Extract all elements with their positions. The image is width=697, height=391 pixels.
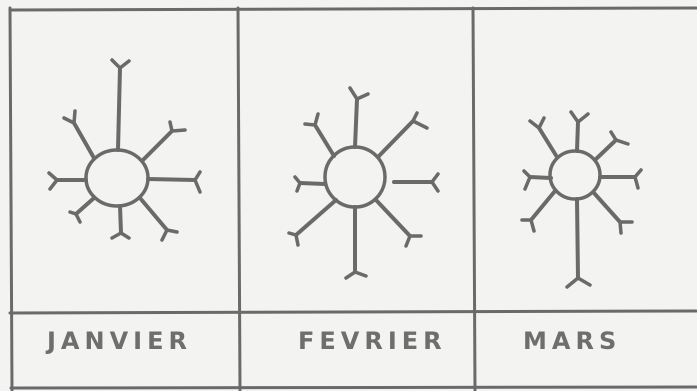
label-fevrier: FEVRIER: [298, 321, 468, 361]
janvier-sun-drawing: [49, 60, 200, 240]
fevrier-sun-drawing: [289, 88, 438, 278]
mars-sun-drawing: [522, 112, 641, 287]
label-mars: MARS: [523, 321, 673, 361]
label-janvier: JANVIER: [47, 321, 227, 361]
